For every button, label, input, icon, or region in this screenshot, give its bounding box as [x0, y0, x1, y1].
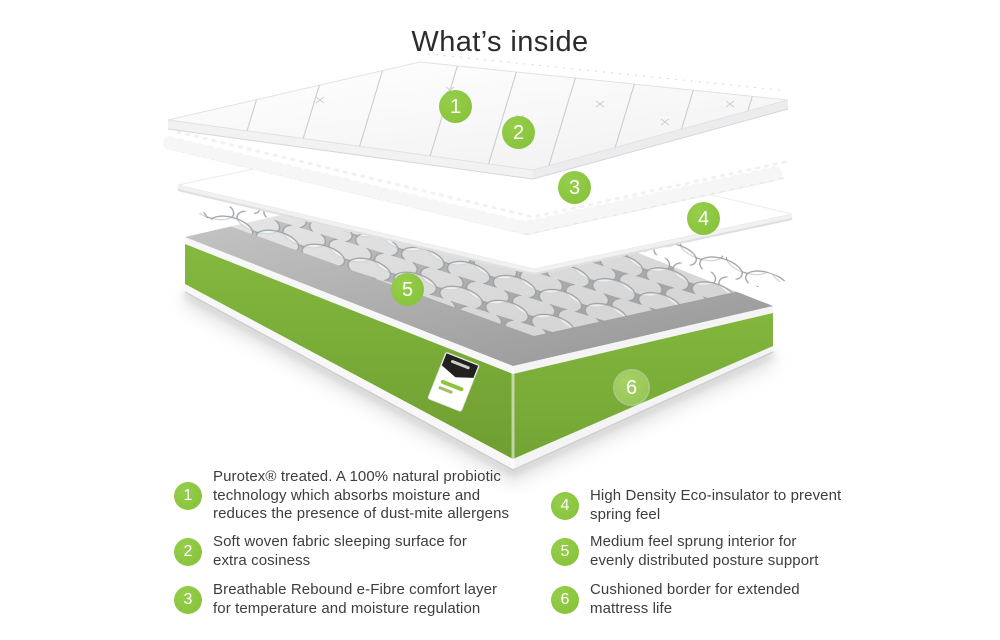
legend-text-3-line: Breathable Rebound e-Fibre comfort layer: [213, 581, 498, 598]
legend-number-6: 6: [551, 585, 579, 614]
legend-text-2-line: extra cosiness: [213, 551, 311, 569]
legend-item-6: 6 Cushioned border for extended mattress…: [551, 581, 800, 618]
legend-text-6-line: Cushioned border for extended: [590, 581, 800, 598]
legend-text-5-line: evenly distributed posture support: [590, 551, 819, 569]
legend-item-3: 3 Breathable Rebound e-Fibre comfort lay…: [174, 581, 497, 618]
legend-text-1: Purotex® treated. A 100% natural probiot…: [213, 468, 509, 524]
callout-1-number: 1: [449, 95, 462, 118]
legend-text-6: Cushioned border for extended mattress l…: [590, 581, 800, 618]
legend-item-5: 5 Medium feel sprung interior for evenly…: [551, 533, 819, 570]
legend-item-4: 4 High Density Eco-insulator to prevent …: [551, 487, 841, 524]
callout-4-number: 4: [697, 207, 710, 230]
callout-1-badge: 1: [439, 90, 472, 123]
brand-tag: [427, 352, 480, 412]
callout-4-badge: 4: [687, 202, 720, 235]
legend-text-1-line: Purotex® treated. A 100% natural probiot…: [213, 468, 501, 485]
legend-text-3-line: for temperature and moisture regulation: [213, 599, 481, 617]
legend-text-4: High Density Eco-insulator to prevent sp…: [590, 487, 841, 524]
legend-text-5: Medium feel sprung interior for evenly d…: [590, 533, 819, 570]
legend-text-1-line: reduces the presence of dust-mite allerg…: [213, 505, 510, 522]
legend-text-4-line: High Density Eco-insulator to prevent: [590, 487, 842, 504]
legend-item-2: 2 Soft woven fabric sleeping surface for…: [174, 533, 467, 570]
legend-text-4-line: spring feel: [590, 505, 661, 523]
legend-number-5: 5: [551, 537, 579, 566]
legend-text-6-line: mattress life: [590, 599, 673, 617]
callout-6-number: 6: [625, 376, 638, 399]
callout-2-badge: 2: [502, 116, 535, 149]
legend-number-4: 4: [551, 491, 579, 520]
legend-text-2-line: Soft woven fabric sleeping surface for: [213, 533, 467, 550]
page-title: What’s inside: [411, 26, 589, 58]
legend-text-3: Breathable Rebound e-Fibre comfort layer…: [213, 581, 497, 618]
callout-3-number: 3: [568, 176, 581, 199]
legend-text-1-line: technology which absorbs moisture and: [213, 486, 481, 504]
callout-5-badge: 5: [391, 273, 424, 306]
legend-item-1: 1 Purotex® treated. A 100% natural probi…: [174, 468, 509, 524]
callout-5-number: 5: [401, 278, 414, 301]
legend-text-2: Soft woven fabric sleeping surface for e…: [213, 533, 467, 570]
callout-2-number: 2: [512, 121, 525, 144]
legend-number-3: 3: [174, 585, 202, 614]
legend-number-2: 2: [174, 537, 202, 566]
mattress-shadow: [181, 290, 777, 485]
callout-3-badge: 3: [558, 171, 591, 204]
legend-text-5-line: Medium feel sprung interior for: [590, 533, 797, 550]
callout-6-badge: 6: [615, 371, 648, 404]
legend-number-1: 1: [174, 481, 202, 510]
